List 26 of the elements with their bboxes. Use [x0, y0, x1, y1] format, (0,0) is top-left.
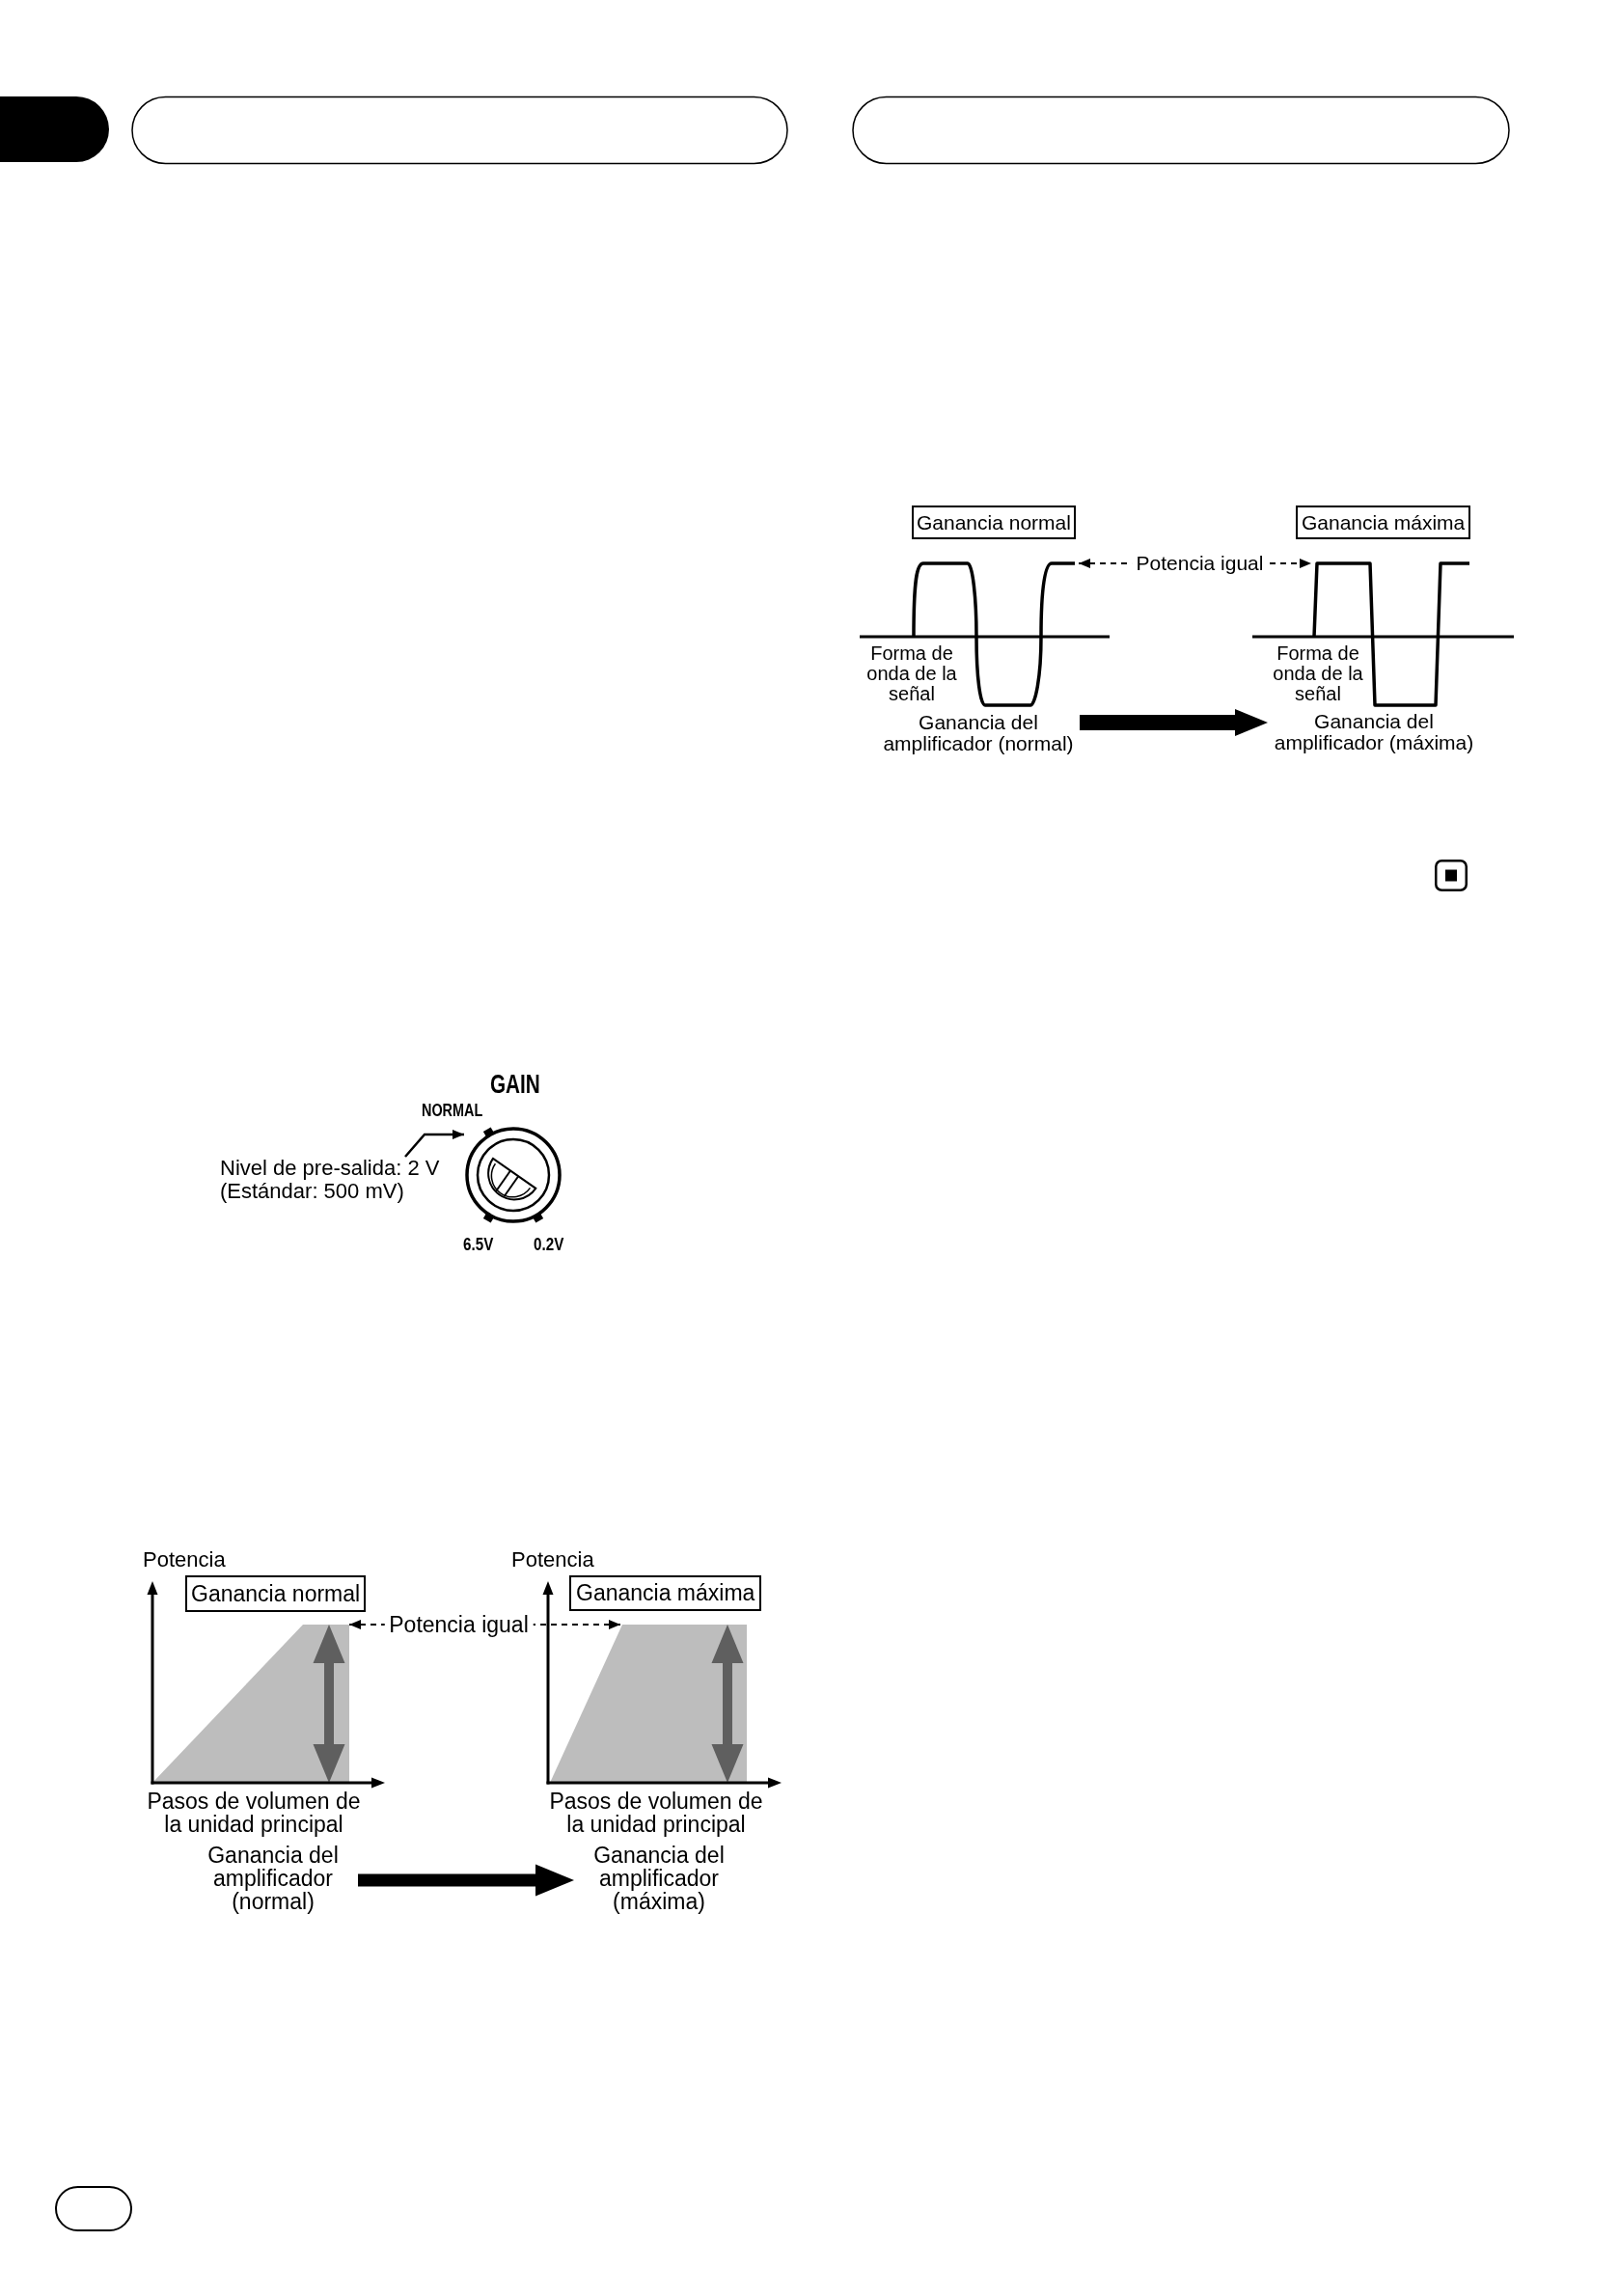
gain-mode-box: Ganancia normal: [912, 506, 1076, 539]
axis-label: Pasos de volumen de la unidad principal: [548, 1790, 764, 1836]
gain-mode-box: Ganancia máxima: [569, 1575, 762, 1611]
axis-label: Potencia: [511, 1547, 594, 1572]
standard-level-text: (Estándar: 500 mV): [220, 1180, 405, 1203]
axis-label: Potencia: [143, 1547, 226, 1572]
gain-label: Ganancia del amplificador (máxima): [574, 1844, 744, 1913]
gain-mode-box: Ganancia máxima: [1296, 506, 1471, 539]
thick-arrow: [1080, 709, 1268, 736]
waveform-label: Forma de onda de la señal: [865, 643, 958, 704]
level-text: Nivel de pre-salida: 2 V: [220, 1157, 440, 1180]
position-label: NORMAL: [422, 1101, 483, 1120]
shaded-area: [550, 1625, 747, 1783]
thick-arrow: [358, 1864, 574, 1897]
rotary-knob: [464, 1124, 563, 1225]
gain-label: Ganancia del amplificador (normal): [877, 712, 1080, 754]
gain-label: Ganancia del amplificador (máxima): [1268, 711, 1480, 753]
axis-label: Pasos de volumen de la unidad principal: [146, 1790, 362, 1836]
dial-title: GAIN: [490, 1070, 540, 1099]
waveform-label: Forma de onda de la señal: [1272, 643, 1364, 704]
scale-label: 6.5V: [463, 1234, 494, 1254]
leader-arrow: [404, 1130, 464, 1158]
gain-mode-box: Ganancia normal: [185, 1575, 367, 1612]
gain-label: Ganancia del amplificador (normal): [188, 1844, 358, 1913]
edge-label: Potencia igual: [384, 1612, 534, 1637]
scale-label: 0.2V: [534, 1234, 564, 1254]
